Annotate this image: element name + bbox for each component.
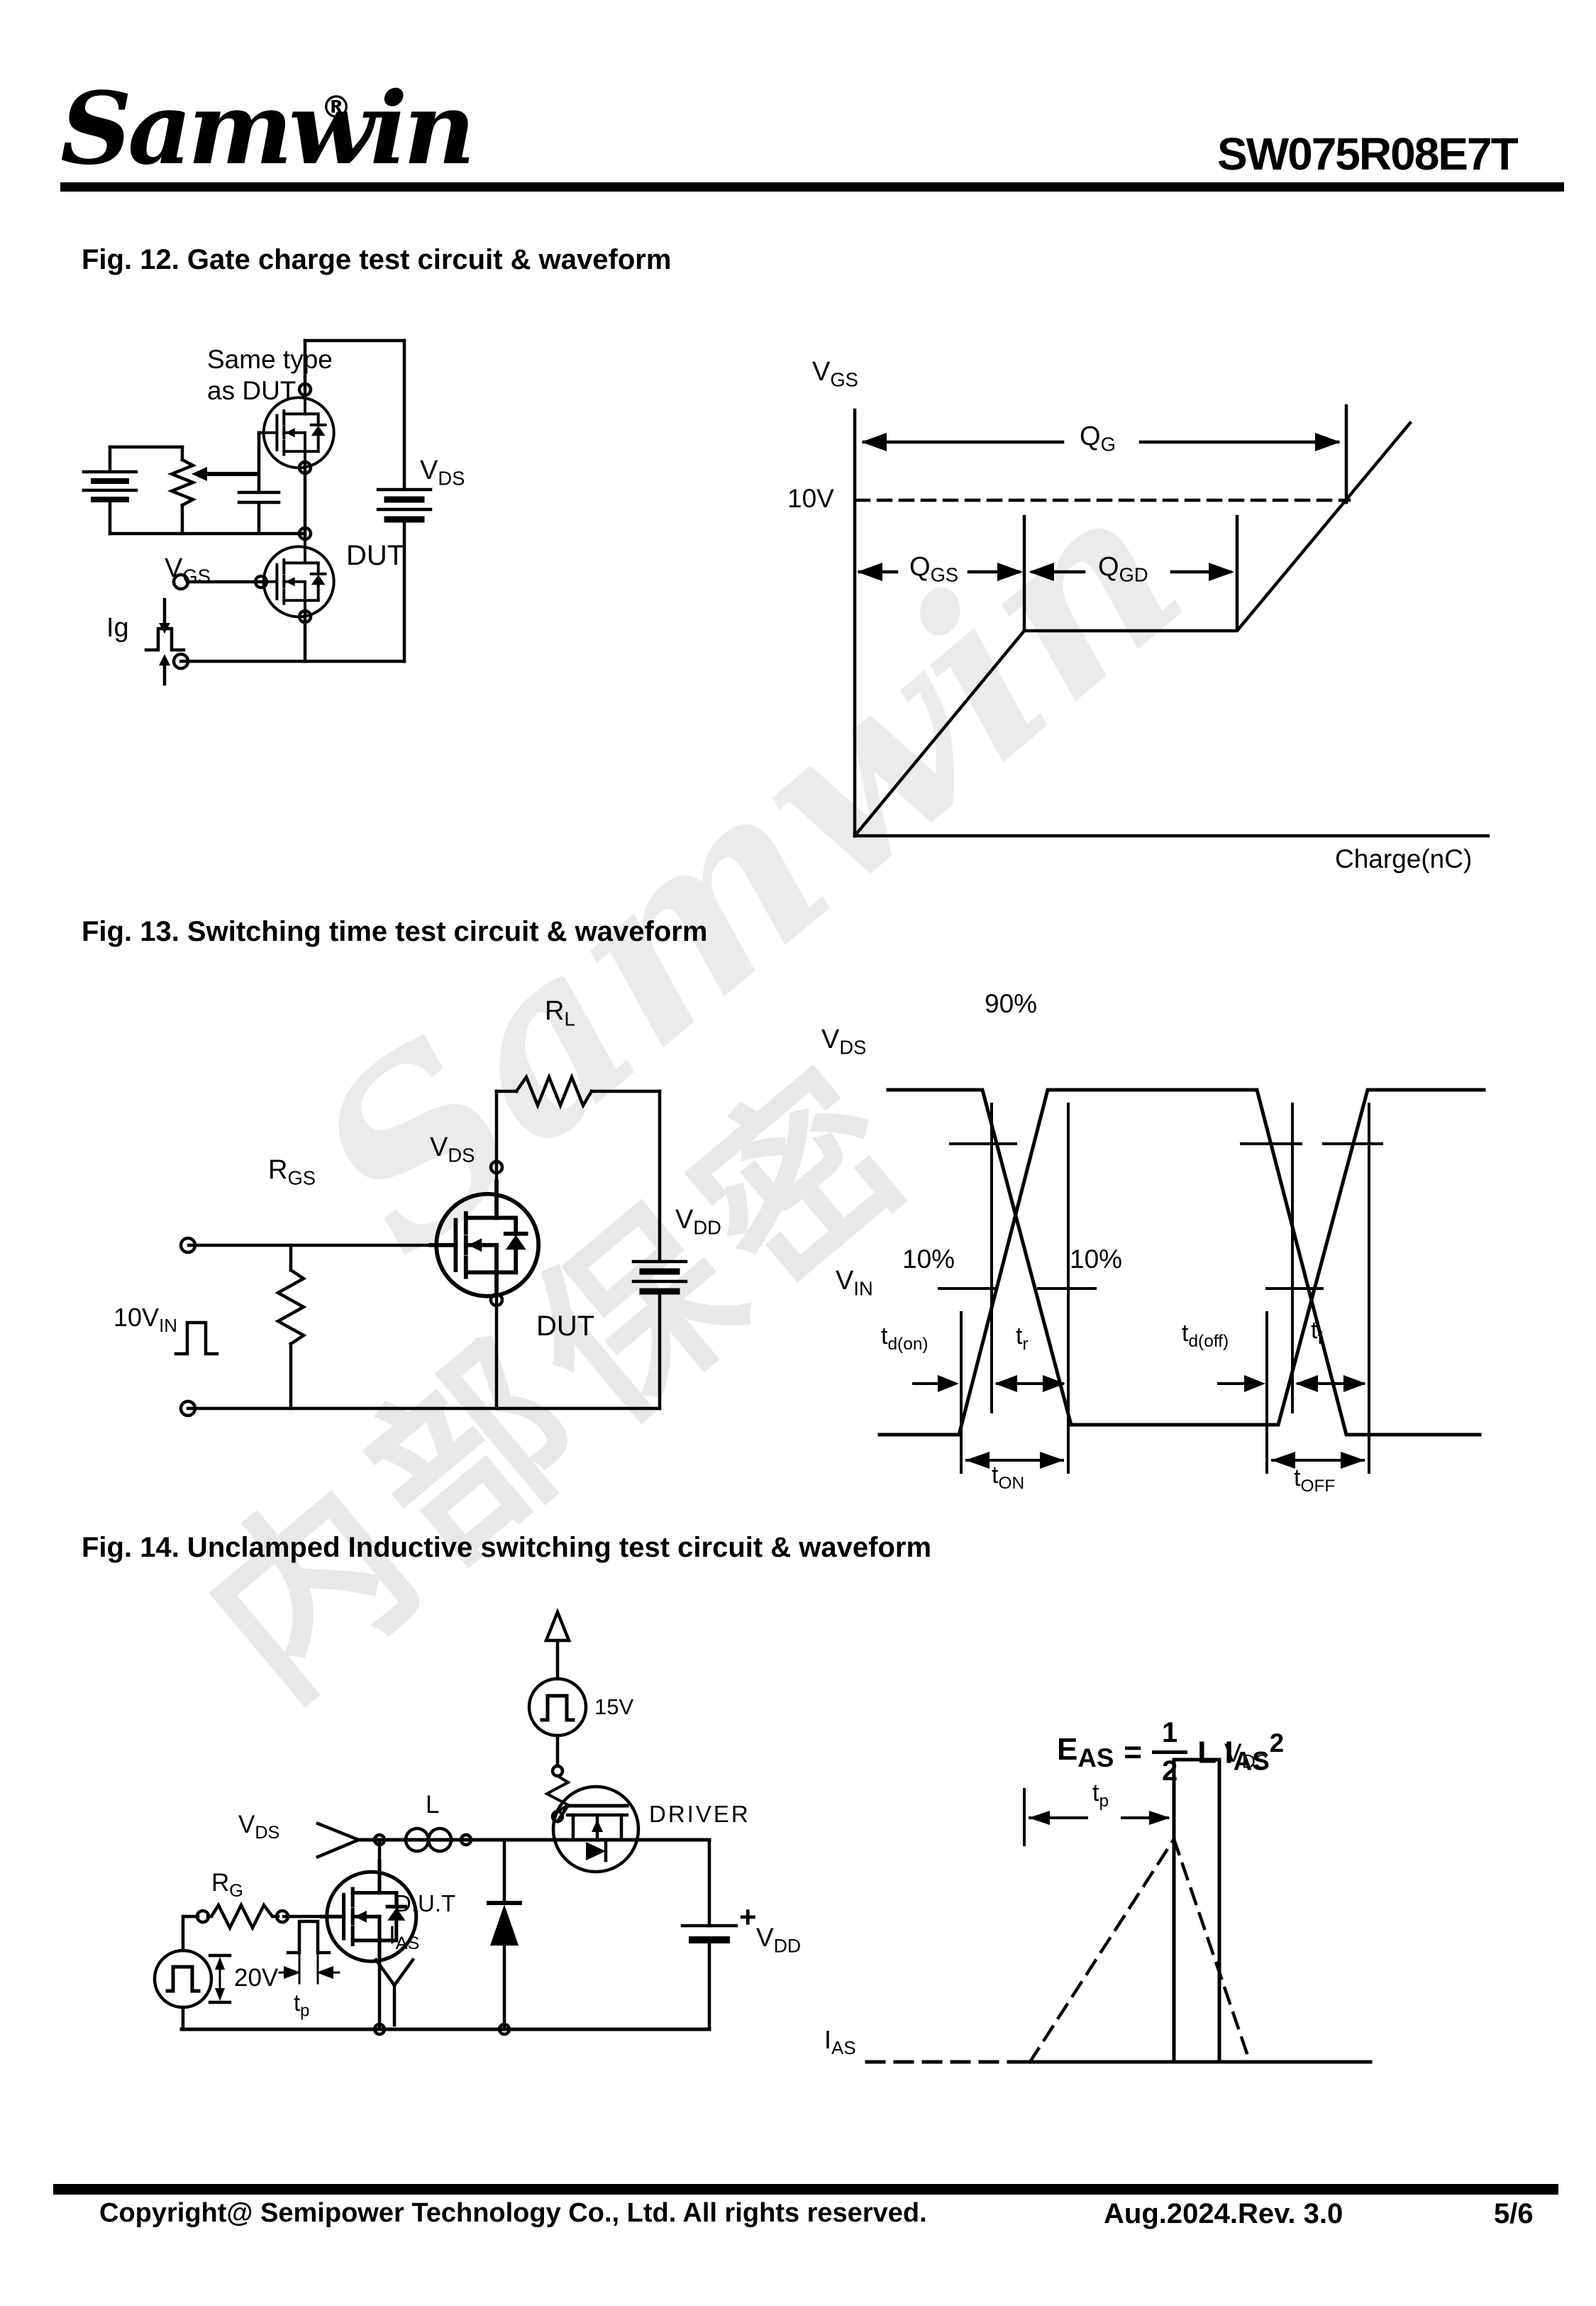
fig14-vdd-label: VDD xyxy=(756,1923,802,1957)
fig13-10pct-left-label: 10% xyxy=(902,1245,955,1274)
fig13-wave-vds-label: VDS xyxy=(821,1025,867,1059)
fig12-xaxis-label: Charge(nC) xyxy=(1335,844,1473,873)
fig13-tr-label: tr xyxy=(1016,1323,1029,1354)
fig14-rg-label: RG xyxy=(211,1869,243,1901)
same-type-label-line1: Same type xyxy=(207,345,333,374)
fig13-diagram xyxy=(174,1072,1486,1474)
fig13-tf-label: tf xyxy=(1311,1317,1323,1348)
fig13-waveform xyxy=(877,1088,1486,1474)
fig13-vdd-label: VDD xyxy=(675,1205,721,1239)
fig12-waveform-yaxis-label: VGS xyxy=(812,357,858,391)
header-divider xyxy=(60,182,1564,192)
fig14-wave-ias-label: IAS xyxy=(824,2025,856,2059)
fig13-toff-label: tOFF xyxy=(1294,1464,1336,1496)
fig13-title: Fig. 13. Switching time test circuit & w… xyxy=(82,916,708,947)
fig12-diagram xyxy=(82,338,1490,839)
fig14-15v-label: 15V xyxy=(594,1694,634,1719)
brand-logo: Samwin xyxy=(60,71,475,187)
fig13-vin-source-label: 10VIN xyxy=(113,1303,177,1337)
fig13-dut-label: DUT xyxy=(536,1311,595,1342)
fig13-ton-label: tON xyxy=(992,1462,1025,1493)
fig14-circuit xyxy=(153,1607,738,2036)
mosfet-dut-symbol xyxy=(260,538,334,617)
fig14-dut-label: D.U.T xyxy=(394,1890,456,1916)
fig14-tp-circuit-label: tp xyxy=(294,1990,310,2021)
same-type-label-line2: as DUT xyxy=(207,376,297,405)
fig12-circuit xyxy=(82,338,433,686)
fig13-rl-label: RL xyxy=(545,996,575,1030)
fig12-10v-label: 10V xyxy=(787,484,834,513)
fig14-20v-label: 20V xyxy=(234,1964,279,1992)
fig14-l-label: L xyxy=(426,1791,440,1819)
footer-copyright: Copyright@ Semipower Technology Co., Ltd… xyxy=(99,2198,927,2228)
fig14-plus-label: + xyxy=(739,1900,757,1933)
fig12-waveform xyxy=(852,404,1490,839)
fig12-ig-label: Ig xyxy=(106,613,129,643)
fig14-diagram xyxy=(153,1607,1373,2065)
fig13-10pct-right-label: 10% xyxy=(1070,1245,1123,1274)
fig14-waveform xyxy=(865,1758,1373,2065)
fig13-tdon-label: td(on) xyxy=(881,1323,929,1354)
fig12-qgd-label: QGD xyxy=(1098,552,1148,586)
fig13-dut-symbol xyxy=(431,1181,538,1296)
fig13-90pct-label: 90% xyxy=(985,989,1038,1018)
fig12-title: Fig. 12. Gate charge test circuit & wave… xyxy=(82,244,672,275)
fig14-ias-label: IAS xyxy=(389,1921,420,1953)
footer-revision: Aug.2024.Rev. 3.0 xyxy=(1104,2198,1343,2229)
fig14-title: Fig. 14. Unclamped Inductive switching t… xyxy=(82,1532,932,1563)
fig14-wave-vds-label: VDS xyxy=(1224,1738,1268,1772)
fig12-dut-label: DUT xyxy=(346,540,405,571)
fig14-wave-tp-label: tp xyxy=(1092,1780,1109,1811)
fig13-vds-label: VDS xyxy=(430,1132,475,1166)
footer-page-number: 5/6 xyxy=(1494,2198,1534,2229)
fig12-qgs-label: QGS xyxy=(909,552,959,586)
fig13-wave-vin-label: VIN xyxy=(836,1266,873,1300)
fig14-driver-label: DRIVER xyxy=(649,1801,750,1827)
fig14-vds-label: VDS xyxy=(238,1811,280,1843)
fig13-tdoff-label: td(off) xyxy=(1182,1320,1229,1351)
fig13-circuit xyxy=(174,1072,688,1418)
fig12-qg-label: QG xyxy=(1080,421,1116,456)
registered-mark-icon: ® xyxy=(321,89,352,126)
footer-divider xyxy=(53,2184,1558,2195)
part-number: SW075R08E7T xyxy=(1217,128,1519,180)
fig12-vgs-label: VGS xyxy=(165,553,211,587)
fig13-rgs-label: RGS xyxy=(268,1155,316,1189)
fig12-vds-label: VDS xyxy=(420,456,465,490)
